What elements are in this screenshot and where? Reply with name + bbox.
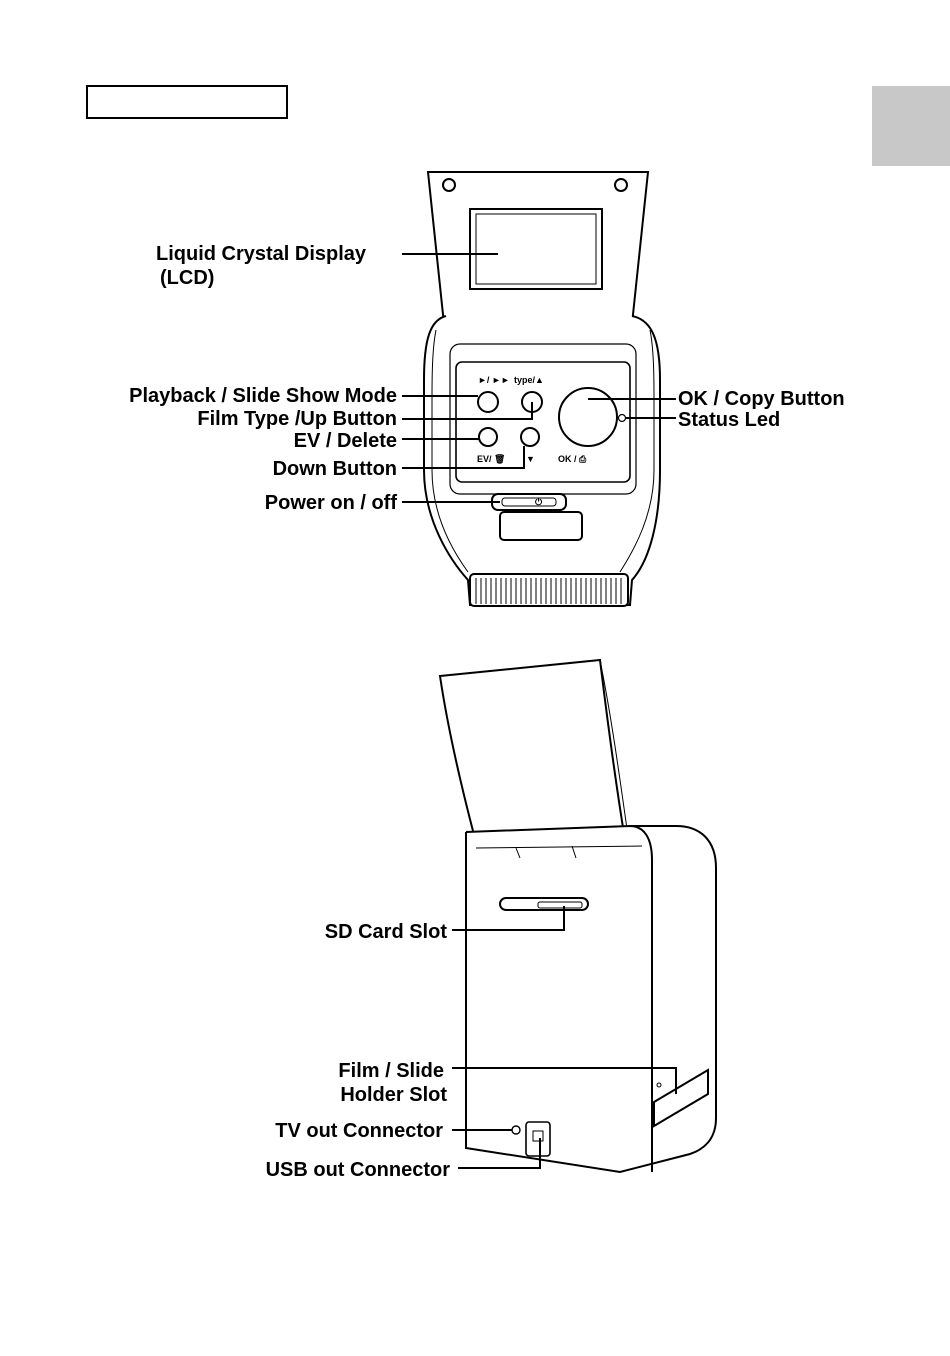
front-view-diagram — [424, 172, 660, 606]
power-icon: ⏻ — [535, 497, 543, 507]
tv-out-label: TV out Connector — [275, 1120, 443, 1142]
type-up-button-mark: type/▲ — [514, 375, 544, 385]
down-button-label: Down Button — [273, 458, 397, 480]
playback-label: Playback / Slide Show Mode — [129, 385, 397, 407]
sd-card-slot-label: SD Card Slot — [325, 921, 448, 943]
back-view-diagram — [440, 660, 716, 1172]
ok-copy-button-mark: OK / ⎙ — [558, 454, 587, 464]
ev-delete-label: EV / Delete — [294, 430, 397, 452]
play-button-mark: ►/ ►► — [478, 375, 510, 385]
down-button-mark: ▼ — [526, 454, 535, 464]
film-slide-label-line2: Holder Slot — [340, 1084, 447, 1106]
power-label: Power on / off — [265, 492, 398, 514]
lcd-label-line2: (LCD) — [160, 267, 214, 289]
status-led-label: Status Led — [678, 409, 780, 431]
ok-copy-label: OK / Copy Button — [678, 388, 845, 410]
film-type-label: Film Type /Up Button — [197, 408, 397, 430]
lcd-label-line1: Liquid Crystal Display — [156, 243, 367, 265]
ev-delete-button-mark: EV/ 🗑 — [477, 454, 505, 465]
usb-out-label: USB out Connector — [266, 1159, 451, 1181]
film-slide-label-line1: Film / Slide — [338, 1060, 444, 1082]
